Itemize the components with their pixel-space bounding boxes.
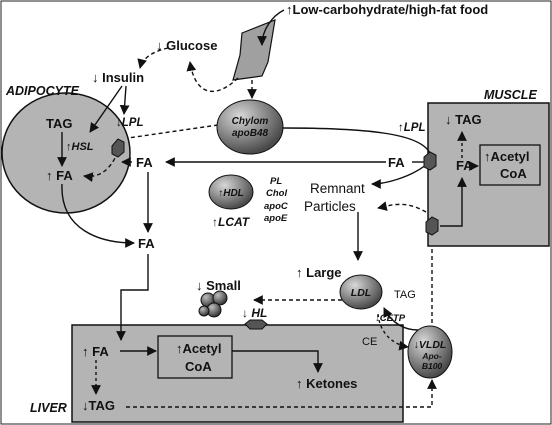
muscle-receptor-lower: [425, 216, 439, 236]
chylomicron-label-2: apoB48: [232, 128, 269, 139]
muscle-lpl-receptor: [423, 151, 437, 171]
liver-coa-label: CoA: [185, 359, 212, 374]
food-icon: [232, 19, 276, 81]
ce-label: CE: [362, 336, 377, 348]
cetp-label: ↓CETP: [375, 313, 406, 324]
adipocyte-title: ADIPOCYTE: [5, 84, 80, 98]
vldl-label-3: B100: [422, 361, 443, 371]
muscle-receptor-to-fa-arrow: [440, 177, 467, 227]
lpl-left-label: ↓LPL: [116, 117, 143, 129]
hdl-component-apoe: apoE: [264, 213, 288, 224]
lpl-to-adipocyte-fa-arrow: [83, 151, 119, 182]
chylomicron-to-muscle-line: [281, 127, 433, 161]
insulin-to-lpl-arrow: [119, 85, 130, 115]
remnant-label-1: Remnant: [310, 181, 365, 196]
hl-label: ↓ HL: [242, 306, 267, 320]
liver-tag-label: ↓TAG: [82, 398, 115, 413]
small-ldl-cluster: [198, 290, 228, 318]
lcat-label: ↑LCAT: [212, 215, 251, 229]
muscle-coa-label: CoA: [500, 166, 527, 181]
muscle-fa-label: FA: [456, 158, 473, 173]
fa-center-lower: FA: [138, 236, 155, 251]
muscle-acetyl-box: [479, 144, 541, 186]
adipocyte-fa-to-lower-fa-arrow: [61, 183, 135, 248]
muscle-cell: [427, 102, 550, 247]
remnant-label-2: Particles: [304, 199, 356, 214]
fa-muscle-entry: FA: [388, 155, 405, 170]
adipocyte-fa-label: ↑ FA: [46, 168, 73, 183]
hsl-label: ↑HSL: [66, 141, 94, 153]
vldl-label-2: Apo-: [421, 351, 442, 361]
adipocyte-tag-label: TAG: [46, 116, 72, 131]
chylomicron-label-1: Chylom: [232, 116, 269, 127]
liver-acetyl-label: ↑Acetyl: [176, 341, 222, 356]
hdl-component-chol: Chol: [266, 188, 287, 199]
adipocyte-cell: [1, 92, 131, 214]
glucose-label: ↓ Glucose: [156, 38, 217, 53]
vldl-label-1: ↓VLDL: [414, 339, 447, 351]
lpl-right-label: ↑LPL: [398, 122, 425, 134]
insulin-label: ↓ Insulin: [92, 70, 144, 85]
food-arrow: [257, 9, 285, 46]
hdl-particle: [208, 174, 254, 210]
insulin-to-hsl-arrow: [89, 85, 123, 133]
ldl-particle: [339, 274, 383, 310]
liver-fa-label: ↑ FA: [82, 344, 109, 359]
ketones-label: ↑ Ketones: [296, 376, 357, 391]
muscle-tag-label: ↓ TAG: [445, 112, 482, 127]
liver-title: LIVER: [30, 401, 67, 415]
muscle-title: MUSCLE: [484, 88, 537, 102]
ldl-tag-label: TAG: [394, 289, 416, 301]
fa-center-top: FA: [136, 155, 153, 170]
glucose-to-insulin-arrow: [137, 47, 169, 69]
large-label: ↑ Large: [296, 265, 342, 280]
muscle-acetyl-label: ↑Acetyl: [484, 149, 530, 164]
hdl-component-pl: PL: [270, 176, 282, 187]
ldl-label: LDL: [351, 287, 371, 299]
food-to-glucose-arrow: [186, 61, 239, 93]
vldl-to-ldl-arrow: [383, 307, 419, 331]
chylomicron-to-adipocyte-dashed: [127, 124, 219, 139]
fa-to-liver-arrow: [116, 254, 149, 341]
hl-receptor: [244, 319, 268, 330]
chylomicron-particle: [216, 99, 284, 155]
liver-cell: [71, 324, 404, 423]
cetp-arrow: [377, 313, 409, 351]
vldl-particle: [407, 325, 453, 379]
food-label: ↑Low-carbohydrate/high-fat food: [286, 2, 488, 17]
liver-tag-to-vldl-arrow: [126, 379, 437, 408]
adipocyte-lpl-receptor: [111, 138, 125, 158]
liver-acetyl-box: [157, 335, 233, 379]
small-label: ↓ Small: [196, 278, 241, 293]
muscle-to-remnant-dashed-arrow: [377, 201, 427, 213]
acetyl-to-ketones-arrow: [232, 350, 323, 373]
hdl-label: ↑HDL: [218, 188, 244, 199]
hdl-component-apoc: apoC: [264, 201, 288, 212]
